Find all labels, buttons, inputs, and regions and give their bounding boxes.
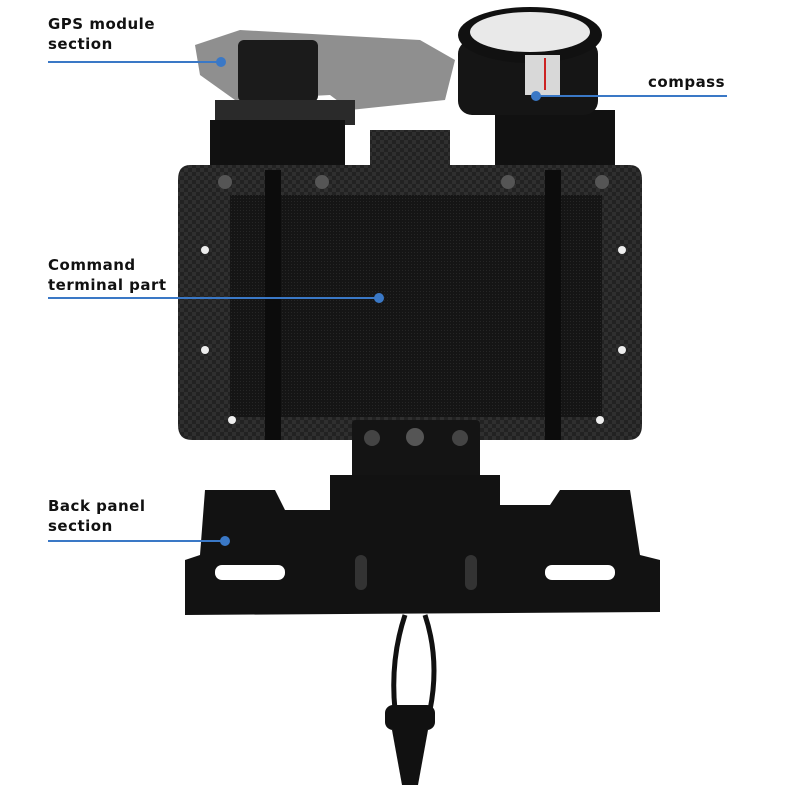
gps-callout-dot (216, 57, 226, 67)
back-label-line1: Back panel (48, 497, 146, 515)
command-label-line2: terminal part (48, 276, 167, 294)
bungee-cord (391, 614, 437, 711)
command-callout-dot (374, 293, 384, 303)
gps-callout-line (48, 61, 223, 63)
gps-hinge (210, 120, 345, 165)
gps-callout-label: GPS module section (48, 14, 155, 54)
compass-callout-label: compass (648, 73, 726, 91)
compass-hinge (495, 110, 615, 165)
back-label-line2: section (48, 517, 113, 535)
cord-clip (385, 705, 435, 730)
command-callout-label: Command terminal part (48, 255, 167, 295)
velcro-area (230, 195, 602, 417)
strap-right (545, 170, 561, 440)
gps-label-line1: GPS module (48, 15, 155, 33)
back-callout-label: Back panel section (48, 496, 146, 536)
back-callout-dot (220, 536, 230, 546)
back-panel (185, 475, 660, 615)
command-callout-line (48, 297, 378, 299)
compass-callout-line (537, 95, 727, 97)
back-callout-line (48, 540, 226, 542)
gps-label-line2: section (48, 35, 113, 53)
command-label-line1: Command (48, 256, 136, 274)
gps-module-plate (195, 30, 455, 125)
strap-left (265, 170, 281, 440)
compass-unit (458, 7, 602, 115)
compass-callout-dot (531, 91, 541, 101)
